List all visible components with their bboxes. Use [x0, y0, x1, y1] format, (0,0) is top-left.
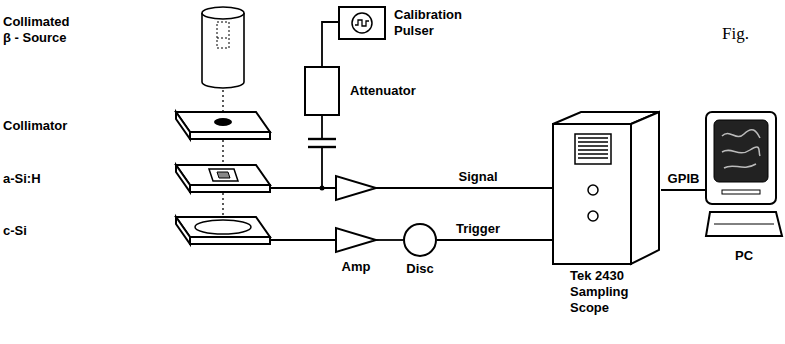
pulser-drawing [338, 6, 386, 40]
source-cylinder-top [202, 7, 244, 19]
component-node: Collimator [3, 112, 270, 140]
pulser-symbol [355, 20, 369, 26]
scope-grille [578, 145, 608, 147]
signal-label: GPIB [666, 171, 702, 187]
amp-drawing [336, 228, 376, 252]
beam-path [222, 193, 223, 217]
scope-knob [588, 185, 598, 195]
signal-wire [376, 239, 403, 241]
component-label: Calibration Pulser [394, 7, 470, 39]
component-label: c-Si [3, 223, 27, 239]
pulser-symbol [352, 13, 372, 33]
component-node: Collimated β - Source [3, 6, 246, 90]
scope-grille [578, 157, 608, 159]
plate-side [176, 217, 190, 244]
scope-knob [588, 211, 598, 221]
amplifier-symbol [336, 176, 376, 200]
scope-side [631, 112, 659, 264]
component-node: a-Si:H [3, 165, 270, 193]
plate-top [176, 217, 270, 237]
pc-monitor [706, 112, 776, 204]
scope-drawing [553, 112, 661, 264]
scope-grille [575, 134, 611, 164]
capacitor-plate [308, 138, 336, 140]
pc-keyboard [714, 224, 774, 225]
figure-label: Fig. [722, 24, 749, 44]
signal-wire [661, 189, 706, 191]
plate-side [176, 112, 190, 139]
atten-drawing [304, 66, 340, 116]
source-capsule [217, 22, 229, 48]
scope-grille [578, 141, 608, 143]
component-node: Calibration Pulser [338, 6, 470, 40]
pc-screen [714, 120, 768, 182]
plate-top [176, 165, 270, 185]
pc-drawing [706, 112, 782, 242]
component-label: Attenuator [350, 83, 416, 99]
collimator-drawing [176, 112, 270, 140]
attenuator-wire [321, 116, 323, 139]
asi-drawing [176, 165, 270, 193]
signal-wire [437, 239, 553, 241]
scope-grille [578, 137, 608, 139]
component-node: PC [706, 112, 782, 264]
discriminator-symbol [404, 224, 436, 256]
component-label: Collimator [3, 118, 67, 134]
plate-top [176, 112, 270, 132]
plate-front [190, 132, 270, 139]
beam-path [222, 140, 223, 165]
plate-side [176, 165, 190, 192]
detector-pad [217, 172, 230, 178]
capacitor-wire [321, 147, 323, 188]
scope-front [553, 124, 631, 264]
beam-path [222, 90, 223, 112]
pc-keyboard [706, 212, 782, 236]
pulser-box [339, 7, 385, 39]
scope-grille [578, 153, 608, 155]
disc-drawing [403, 223, 437, 257]
pc-screen-scribble [722, 130, 760, 168]
plate-front [190, 185, 270, 192]
component-label: a-Si:H [3, 171, 41, 187]
component-label: Amp [342, 259, 371, 275]
plate-front [190, 237, 270, 244]
component-node: Amp [336, 228, 376, 275]
signal-label: Signal [456, 169, 499, 185]
csi-drawing [176, 217, 270, 245]
component-node: Tek 2430 Sampling Scope [553, 112, 661, 316]
junction-dot [320, 186, 325, 191]
detector-pad [195, 220, 251, 234]
component-label: PC [735, 248, 753, 264]
signal-wire [270, 187, 553, 189]
source-capsule [217, 38, 229, 39]
scope-grille [578, 149, 608, 151]
pc-slot [722, 190, 760, 194]
signal-wire [270, 239, 336, 241]
component-node: Disc [403, 223, 437, 277]
component-label: Tek 2430 Sampling Scope [570, 268, 644, 316]
component-node: Attenuator [304, 66, 416, 116]
attenuator-box [305, 67, 339, 115]
collimator-hole [214, 118, 232, 126]
source-cylinder [202, 13, 244, 88]
amplifier-symbol [336, 228, 376, 252]
component-label: Disc [406, 261, 433, 277]
signal-wire [322, 22, 338, 66]
component-node: c-Si [3, 217, 270, 245]
source-drawing [200, 6, 246, 90]
component-label: Collimated β - Source [3, 14, 79, 46]
signal-label: Trigger [454, 221, 502, 237]
detector-pad [209, 169, 238, 181]
